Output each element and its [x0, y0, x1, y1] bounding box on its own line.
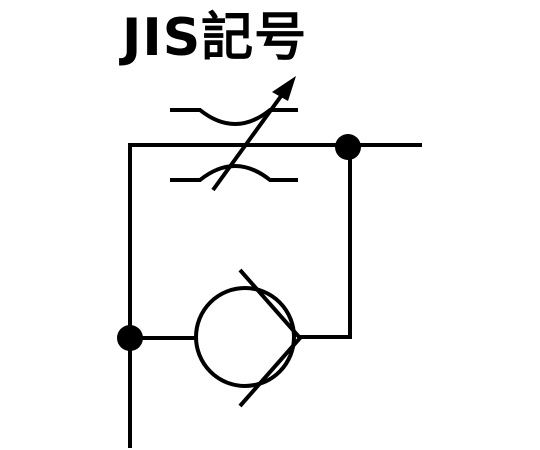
- component-circle: [194, 286, 296, 388]
- figure-title: JIS記号: [122, 8, 308, 68]
- right-vertical-line: [300, 145, 352, 339]
- adjustment-arrow-shaft: [211, 90, 286, 192]
- check-valve-seat: [238, 268, 303, 408]
- adjustment-arrowhead: [272, 76, 296, 101]
- junction-dot-top-right: [335, 134, 361, 160]
- throttle-upper-curve: [170, 108, 298, 126]
- junction-dot-bottom-left: [117, 325, 143, 351]
- throttle-lower-curve: [170, 164, 298, 182]
